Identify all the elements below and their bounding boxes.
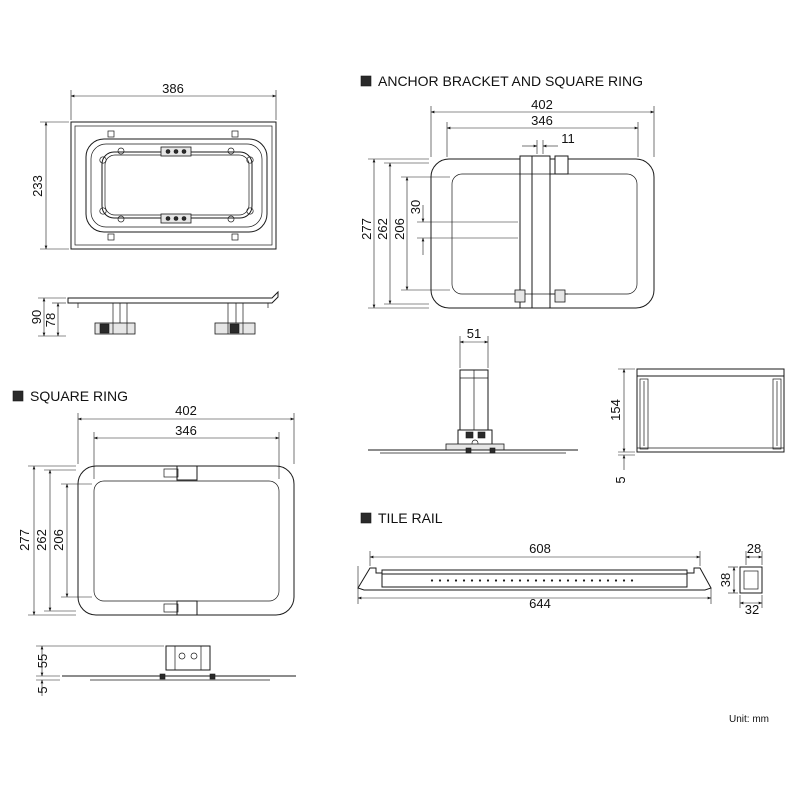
- dim-ab-11: 11: [561, 131, 575, 146]
- dim-top-height: 233: [30, 175, 45, 197]
- rail-hole: [446, 579, 450, 582]
- rail-hole: [438, 579, 442, 582]
- rail-hole: [470, 579, 474, 582]
- anchor-bracket-dimensions: [368, 106, 655, 309]
- rail-hole: [494, 579, 498, 582]
- dim-side-78: 78: [43, 313, 58, 327]
- top-view: [70, 121, 277, 250]
- rail-hole: [614, 579, 618, 582]
- rail-hole: [542, 579, 546, 582]
- rail-hole: [582, 579, 586, 582]
- dim-sr-206: 206: [51, 529, 66, 551]
- anchor-bracket-ring: [430, 155, 655, 309]
- rail-hole: [590, 579, 594, 582]
- rail-holes: [430, 579, 634, 582]
- rail-hole: [598, 579, 602, 582]
- rail-hole: [510, 579, 514, 582]
- dim-sr-402: 402: [175, 403, 197, 418]
- dim-tr-608: 608: [529, 541, 551, 556]
- dim-box-154: 154: [608, 399, 623, 421]
- top-view-dimensions: [40, 90, 277, 250]
- heading-tile-rail: TILE RAIL: [378, 510, 443, 526]
- heading-square-ring: SQUARE RING: [30, 388, 128, 404]
- rail-hole: [574, 579, 578, 582]
- tile-rail-dimensions: [357, 551, 763, 608]
- heading-marker: [360, 512, 372, 524]
- dim-ab-277: 277: [359, 218, 374, 240]
- dim-ab-262: 262: [375, 218, 390, 240]
- dim-box-5: 5: [613, 476, 628, 483]
- rail-hole: [478, 579, 482, 582]
- tile-rail: [357, 566, 763, 594]
- dim-tr-28: 28: [747, 541, 761, 556]
- rail-hole: [534, 579, 538, 582]
- dim-tr-644: 644: [529, 596, 551, 611]
- rail-hole: [550, 579, 554, 582]
- rail-hole: [606, 579, 610, 582]
- square-ring-dimensions: [28, 413, 295, 616]
- heading-marker: [12, 390, 24, 402]
- box-side-view: [636, 368, 785, 453]
- dim-ab-402: 402: [531, 97, 553, 112]
- square-ring-side-dimensions: [36, 645, 164, 696]
- dim-sr-277: 277: [17, 529, 32, 551]
- rail-hole: [630, 579, 634, 582]
- rail-hole: [622, 579, 626, 582]
- dim-side-90: 90: [29, 310, 44, 324]
- box-side-dimensions: [618, 368, 635, 470]
- rail-hole: [430, 579, 434, 582]
- rail-hole: [462, 579, 466, 582]
- bracket-side-view: [368, 369, 578, 454]
- dim-srs-5: 5: [35, 686, 50, 693]
- dim-ab-206: 206: [392, 218, 407, 240]
- bracket-side-dimensions: [459, 336, 489, 368]
- heading-anchor-bracket: ANCHOR BRACKET AND SQUARE RING: [378, 73, 643, 89]
- dim-ab-30: 30: [408, 200, 423, 214]
- dim-tr-32: 32: [745, 602, 759, 617]
- rail-hole: [566, 579, 570, 582]
- dim-sr-262: 262: [34, 529, 49, 551]
- heading-marker: [360, 75, 372, 87]
- rail-hole: [558, 579, 562, 582]
- dim-sr-346: 346: [175, 423, 197, 438]
- dim-ab-346: 346: [531, 113, 553, 128]
- dim-br-51: 51: [467, 326, 481, 341]
- rail-hole: [518, 579, 522, 582]
- side-view: [67, 290, 279, 335]
- dim-tr-38: 38: [718, 573, 733, 587]
- dim-srs-55: 55: [35, 654, 50, 668]
- square-ring-side-view: [62, 645, 296, 681]
- unit-label: Unit: mm: [729, 714, 769, 725]
- rail-hole: [502, 579, 506, 582]
- square-ring: [77, 465, 295, 616]
- side-view-dimensions: [38, 297, 66, 337]
- dim-top-width: 386: [162, 81, 184, 96]
- rail-hole: [454, 579, 458, 582]
- rail-hole: [526, 579, 530, 582]
- rail-hole: [486, 579, 490, 582]
